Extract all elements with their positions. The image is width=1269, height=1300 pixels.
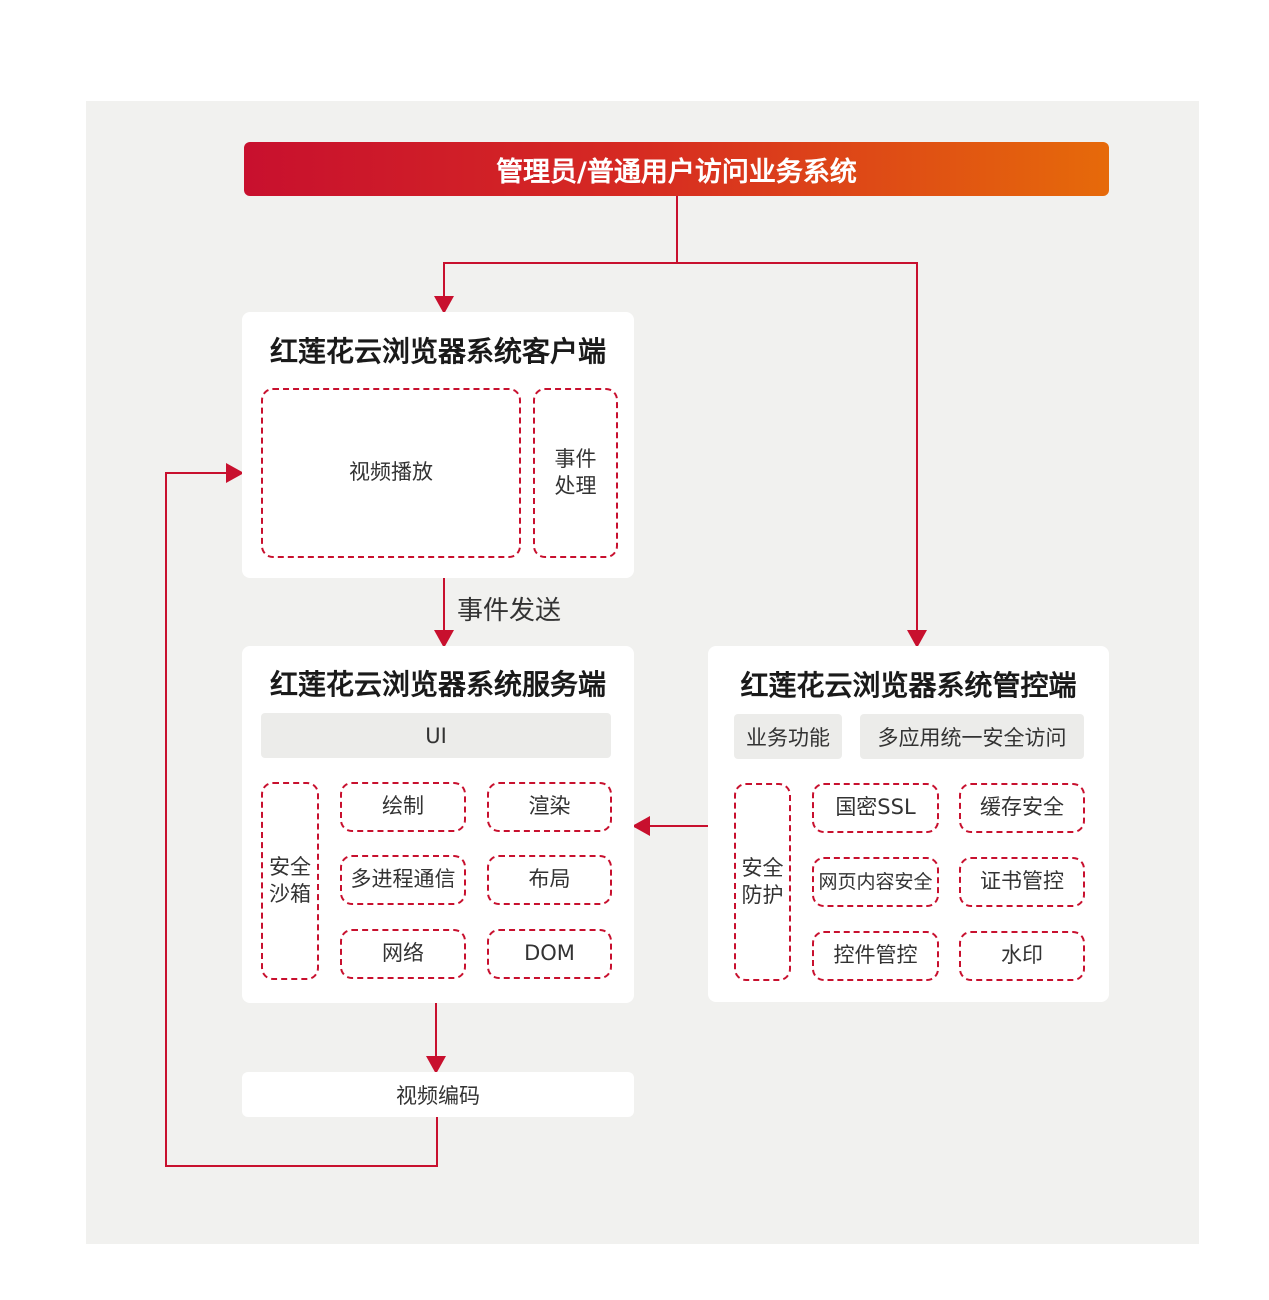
module-cache-security: 缓存安全 xyxy=(959,783,1085,833)
banner-title: 管理员/普通用户访问业务系统 xyxy=(496,156,857,188)
manager-title: 红莲花云浏览器系统管控端 xyxy=(740,669,1077,702)
arrowhead-server-left xyxy=(632,816,650,836)
module-watermark-label: 水印 xyxy=(1001,943,1043,968)
module-layout: 布局 xyxy=(487,855,612,905)
business-function-box: 业务功能 xyxy=(734,714,842,759)
connector-to-client xyxy=(443,262,677,300)
module-draw: 绘制 xyxy=(340,782,466,832)
module-dom-label: DOM xyxy=(524,941,575,966)
connector-to-manager xyxy=(677,262,918,634)
module-cert-control-label: 证书管控 xyxy=(980,869,1064,894)
sandbox-box: 安全 沙箱 xyxy=(261,782,319,980)
client-title: 红莲花云浏览器系统客户端 xyxy=(269,335,606,368)
business-function-label: 业务功能 xyxy=(746,725,830,750)
video-play-box: 视频播放 xyxy=(261,388,521,558)
unified-access-box: 多应用统一安全访问 xyxy=(860,714,1084,759)
manager-panel: 红莲花云浏览器系统管控端 业务功能 多应用统一安全访问 安全 防护 国密SSL … xyxy=(708,646,1109,1002)
module-cert-control: 证书管控 xyxy=(959,857,1085,907)
arrowhead-server xyxy=(434,630,454,648)
video-play-label: 视频播放 xyxy=(349,460,433,485)
access-banner: 管理员/普通用户访问业务系统 xyxy=(244,142,1109,196)
event-send-label: 事件发送 xyxy=(457,596,562,626)
module-network: 网络 xyxy=(340,929,466,979)
module-draw-label: 绘制 xyxy=(382,794,424,819)
server-panel: 红莲花云浏览器系统服务端 UI 安全 沙箱 绘制 渲染 多进程通信 布局 网络 … xyxy=(242,646,634,1003)
arrowhead-client xyxy=(434,296,454,314)
client-panel: 红莲花云浏览器系统客户端 视频播放 事件 处理 xyxy=(242,312,634,578)
module-ipc-label: 多进程通信 xyxy=(350,867,456,892)
module-render: 渲染 xyxy=(487,782,612,832)
server-title: 红莲花云浏览器系统服务端 xyxy=(269,668,606,701)
module-network-label: 网络 xyxy=(382,941,424,966)
video-encode-label: 视频编码 xyxy=(396,1083,480,1108)
protection-line1: 安全 xyxy=(741,855,784,880)
module-watermark: 水印 xyxy=(959,931,1085,981)
ui-label: UI xyxy=(425,723,447,748)
module-control-management-label: 控件管控 xyxy=(833,943,918,968)
arrowhead-loop xyxy=(226,463,244,483)
sandbox-line2: 沙箱 xyxy=(269,882,311,906)
module-gm-ssl: 国密SSL xyxy=(812,783,939,833)
sandbox-line1: 安全 xyxy=(269,854,311,879)
module-dom: DOM xyxy=(487,929,612,979)
module-ipc: 多进程通信 xyxy=(340,855,466,905)
event-handling-line1: 事件 xyxy=(554,446,597,471)
arrowhead-encode xyxy=(426,1056,446,1074)
module-gm-ssl-label: 国密SSL xyxy=(835,795,916,820)
video-encode-box: 视频编码 xyxy=(242,1072,634,1117)
connector-encode-loop xyxy=(165,472,438,1167)
module-control-management: 控件管控 xyxy=(812,931,939,981)
ui-box: UI xyxy=(261,713,611,758)
event-handling-box: 事件 处理 xyxy=(533,388,618,558)
event-handling-line2: 处理 xyxy=(554,474,597,498)
protection-box: 安全 防护 xyxy=(734,783,791,981)
protection-line2: 防护 xyxy=(741,883,784,907)
module-web-content-security-label: 网页内容安全 xyxy=(818,870,933,893)
module-layout-label: 布局 xyxy=(528,867,571,892)
arrowhead-manager xyxy=(907,630,927,648)
module-render-label: 渲染 xyxy=(528,794,571,819)
module-cache-security-label: 缓存安全 xyxy=(980,795,1064,820)
module-web-content-security: 网页内容安全 xyxy=(812,857,939,907)
unified-access-label: 多应用统一安全访问 xyxy=(877,725,1067,750)
